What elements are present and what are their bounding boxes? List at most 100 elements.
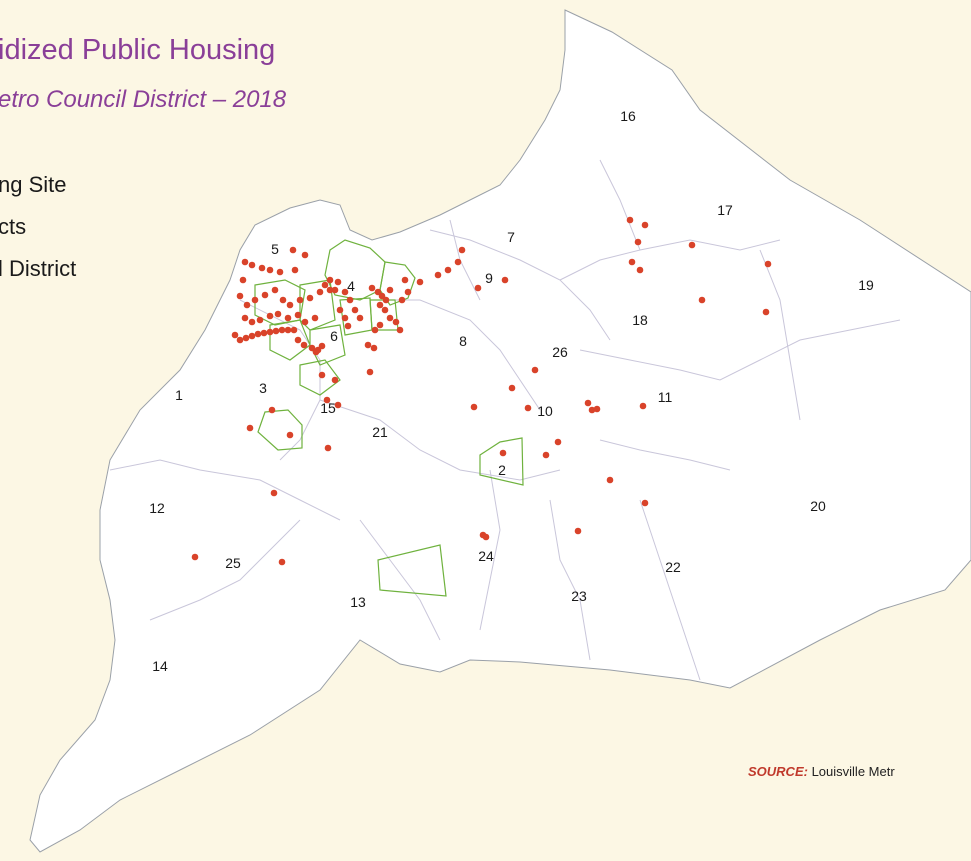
housing-site-dot (326, 276, 334, 284)
housing-site-dot (301, 251, 309, 259)
housing-site-dot (266, 312, 274, 320)
housing-site-dot (248, 261, 256, 269)
housing-site-dot (454, 258, 462, 266)
housing-site-dot (364, 341, 372, 349)
housing-site-dot (284, 326, 292, 334)
housing-site-dot (636, 266, 644, 274)
housing-site-dot (278, 326, 286, 334)
housing-site-dot (241, 258, 249, 266)
housing-site-dot (301, 318, 309, 326)
housing-site-dot (416, 278, 424, 286)
housing-site-dot (256, 316, 264, 324)
housing-site-dot (266, 328, 274, 336)
housing-site-dot (382, 296, 390, 304)
housing-site-dot (286, 301, 294, 309)
housing-site-dot (251, 296, 259, 304)
housing-site-dot (370, 344, 378, 352)
housing-site-dot (191, 553, 199, 561)
housing-site-dot (278, 558, 286, 566)
district-label: 8 (459, 333, 467, 349)
district-label: 5 (271, 241, 279, 257)
housing-site-dot (242, 334, 250, 342)
housing-site-dot (593, 405, 601, 413)
district-label: 2 (498, 462, 506, 478)
district-label: 24 (478, 548, 494, 564)
housing-site-dot (374, 288, 382, 296)
housing-site-dot (236, 292, 244, 300)
housing-site-dot (386, 286, 394, 294)
housing-site-dot (434, 271, 442, 279)
housing-site-dot (501, 276, 509, 284)
housing-site-dot (626, 216, 634, 224)
housing-site-dot (258, 264, 266, 272)
housing-site-dot (584, 399, 592, 407)
housing-site-dot (392, 318, 400, 326)
housing-site-dot (606, 476, 614, 484)
legend-council-district: l District (0, 256, 77, 281)
housing-site-dot (499, 449, 507, 457)
housing-site-dot (248, 318, 256, 326)
housing-site-dot (284, 314, 292, 322)
housing-site-dot (334, 278, 342, 286)
district-label: 20 (810, 498, 826, 514)
district-label: 3 (259, 380, 267, 396)
district-label: 10 (537, 403, 553, 419)
housing-site-dot (318, 371, 326, 379)
housing-site-dot (764, 260, 772, 268)
housing-site-dot (300, 341, 308, 349)
district-label: 1 (175, 387, 183, 403)
housing-site-dot (248, 332, 256, 340)
housing-site-dot (356, 314, 364, 322)
district-label: 9 (485, 270, 493, 286)
district-label: 14 (152, 658, 168, 674)
county-outline (29, 9, 971, 853)
housing-site-dot (261, 291, 269, 299)
housing-site-dot (243, 301, 251, 309)
housing-site-dot (470, 403, 478, 411)
housing-site-dot (334, 401, 342, 409)
source-label: SOURCE: (748, 764, 808, 779)
district-label: 25 (225, 555, 241, 571)
housing-site-dot (274, 310, 282, 318)
district-label: 19 (858, 277, 874, 293)
source-note: SOURCE: Louisville Metr (748, 764, 895, 779)
housing-sites (191, 216, 772, 566)
housing-site-dot (688, 241, 696, 249)
housing-site-dot (474, 284, 482, 292)
housing-site-dot (344, 322, 352, 330)
housing-site-dot (386, 314, 394, 322)
housing-site-dot (366, 368, 374, 376)
housing-site-dot (266, 266, 274, 274)
housing-site-dot (341, 288, 349, 296)
housing-site-dot (311, 314, 319, 322)
district-label: 18 (632, 312, 648, 328)
district-label: 21 (372, 424, 388, 440)
housing-site-dot (236, 336, 244, 344)
district-label: 12 (149, 500, 165, 516)
housing-site-dot (239, 276, 247, 284)
housing-site-dot (444, 266, 452, 274)
housing-site-dot (272, 327, 280, 335)
housing-site-dot (396, 326, 404, 334)
source-text: Louisville Metr (811, 764, 895, 779)
housing-site-dot (508, 384, 516, 392)
district-label: 13 (350, 594, 366, 610)
housing-site-dot (271, 286, 279, 294)
housing-site-dot (376, 301, 384, 309)
housing-site-dot (270, 489, 278, 497)
housing-site-dot (316, 288, 324, 296)
housing-site-dot (524, 404, 532, 412)
district-labels: 1 2 3 4 5 6 7 8 9 10 11 12 13 14 15 16 1… (149, 108, 874, 674)
housing-site-dot (404, 288, 412, 296)
housing-site-dot (641, 499, 649, 507)
housing-site-dot (326, 286, 334, 294)
housing-site-dot (321, 281, 329, 289)
district-label: 22 (665, 559, 681, 575)
housing-site-dot (762, 308, 770, 316)
housing-site-dot (458, 246, 466, 254)
legend-census-tracts: cts (0, 214, 27, 239)
housing-site-dot (401, 276, 409, 284)
map-subtitle: etro Council District – 2018 (0, 86, 287, 113)
housing-site-dot (371, 326, 379, 334)
